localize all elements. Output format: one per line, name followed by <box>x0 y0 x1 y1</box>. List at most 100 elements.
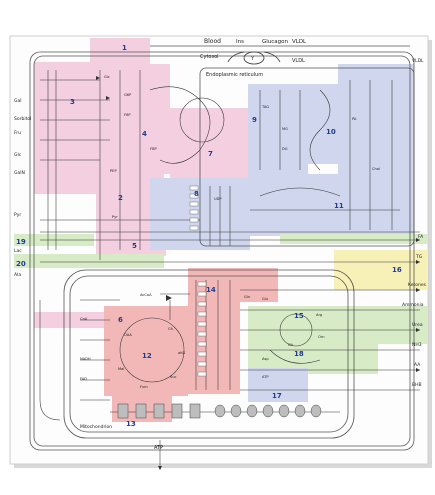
region-20 <box>14 254 164 268</box>
metabolite-label: NADH <box>80 357 91 361</box>
mitochondrion-inner <box>69 275 349 433</box>
right-metabolite: VLDL <box>412 58 424 64</box>
left-metabolite: Sorbitol <box>14 116 31 122</box>
right-metabolite: FA <box>418 234 424 240</box>
region-num-20: 20 <box>16 260 26 268</box>
vldl-mid-label: VLDL <box>292 58 305 64</box>
enzyme-boxes <box>189 185 207 377</box>
metabolite-label: Pyr <box>112 215 118 219</box>
left-metabolites: Gal Sorbitol Fru Glc GalN Pyr Lac Ala <box>14 98 31 278</box>
right-metabolite: AA <box>414 362 421 368</box>
cytosol-membrane-inner <box>33 55 411 447</box>
left-metabolite: Ala <box>14 272 21 278</box>
region-num-13: 13 <box>126 420 136 428</box>
region-9 <box>248 84 308 174</box>
region-num-18: 18 <box>294 350 304 358</box>
metabolite-label: DG <box>282 147 288 151</box>
region-16 <box>334 250 428 290</box>
region-num-8: 8 <box>194 190 199 198</box>
cytosol-label: Cytosol <box>200 54 219 60</box>
left-metabolite: Glc <box>14 152 22 158</box>
region-2 <box>34 134 164 194</box>
metabolite-label: Arg <box>316 313 322 317</box>
left-metabolite: Lac <box>14 248 22 254</box>
metabolite-label: UDP <box>214 197 222 201</box>
region-num-17: 17 <box>272 392 282 400</box>
ins-label: Ins <box>236 39 244 45</box>
cytosol-membrane <box>29 51 415 451</box>
region-12 <box>104 306 188 396</box>
arrowheads <box>96 76 420 470</box>
metabolite-label: Gln <box>244 295 250 299</box>
complex-4 <box>171 403 183 419</box>
region-num-12: 12 <box>142 352 152 360</box>
region-14b <box>238 268 278 302</box>
region-num-1: 1 <box>122 44 127 52</box>
region-11 <box>338 64 414 236</box>
metabolite-label: ATP <box>262 375 269 379</box>
metabolite-label: G6P <box>124 93 132 97</box>
metabolite-label: Mal <box>118 367 124 371</box>
metabolite-label: PEP <box>110 169 117 173</box>
metabolite-label: F6P <box>124 113 131 117</box>
region-num-19: 19 <box>16 238 26 246</box>
glucagon-label: Glucagon <box>262 39 289 45</box>
metabolite-label: AcCoA <box>140 293 152 297</box>
metabolite-label: CoA <box>80 317 88 321</box>
metabolite-label: Fum <box>140 385 148 389</box>
region-num-3: 3 <box>70 98 75 106</box>
region-num-7: 7 <box>208 150 213 158</box>
metabolite-label: aKG <box>178 351 186 355</box>
region-num-2: 2 <box>118 194 123 202</box>
right-metabolite: TG <box>415 254 423 260</box>
mitochondrion-outer <box>63 269 355 439</box>
metabolite-label: FBP <box>150 147 158 151</box>
metabolite-label: Orn <box>318 335 325 339</box>
svg-text:Y: Y <box>250 56 255 62</box>
right-metabolite: Urea <box>412 322 423 328</box>
right-metabolite: BHB <box>412 382 422 388</box>
right-metabolite: Ketones <box>408 282 427 288</box>
region-num-9: 9 <box>252 116 257 124</box>
metabolite-label: Chol <box>372 167 380 171</box>
region-num-4: 4 <box>142 130 147 138</box>
region-7 <box>170 108 248 178</box>
complex-3 <box>153 403 165 419</box>
metabolite-label: Cit <box>168 327 174 331</box>
region-14 <box>188 268 240 394</box>
atp-bottom-label: ATP <box>154 445 163 451</box>
region-num-15: 15 <box>294 312 304 320</box>
region-num-14: 14 <box>206 286 216 294</box>
region-1 <box>90 38 150 64</box>
left-metabolite: Gal <box>14 98 22 104</box>
mitochondrion-label: Mitochondrion <box>80 424 112 430</box>
metabolite-label: OAA <box>124 333 132 337</box>
region-numbers: 1 2 3 4 5 6 7 8 9 10 11 12 13 14 15 16 1… <box>16 44 402 428</box>
metabolite-label: Suc <box>170 375 177 379</box>
region-num-10: 10 <box>326 128 336 136</box>
complex-5 <box>189 403 201 419</box>
blood-label: Blood <box>204 38 221 45</box>
left-metabolite: GalN <box>14 170 25 176</box>
vldl-top-label: VLDL <box>292 39 307 45</box>
region-num-6: 6 <box>118 316 123 324</box>
region-right-green <box>280 234 428 244</box>
metabolite-label: FAD <box>80 377 87 381</box>
complex-2 <box>135 403 147 419</box>
region-num-5: 5 <box>132 242 137 250</box>
left-metabolite: Pyr <box>14 212 21 218</box>
er-label: Endoplasmic reticulum <box>206 72 263 78</box>
metabolite-label: Asp <box>262 357 269 361</box>
receptor-icon: Y <box>227 51 281 65</box>
region-17 <box>248 368 308 402</box>
right-metabolites: FA VLDL TG Ketones Ammonia Urea NH3 BHB … <box>402 58 427 388</box>
inner-metabolites: Glc G6P F6P FBP PEP Pyr AcCoA OAA Cit Ma… <box>80 75 380 389</box>
metabolite-label: MG <box>282 127 288 131</box>
metabolite-label: Glc <box>104 75 110 79</box>
right-metabolite: NH3 <box>412 342 422 348</box>
metabolite-label: TAG <box>261 105 269 109</box>
region-num-16: 16 <box>392 266 402 274</box>
etc-complexes <box>117 403 322 419</box>
complex-1 <box>117 403 129 419</box>
